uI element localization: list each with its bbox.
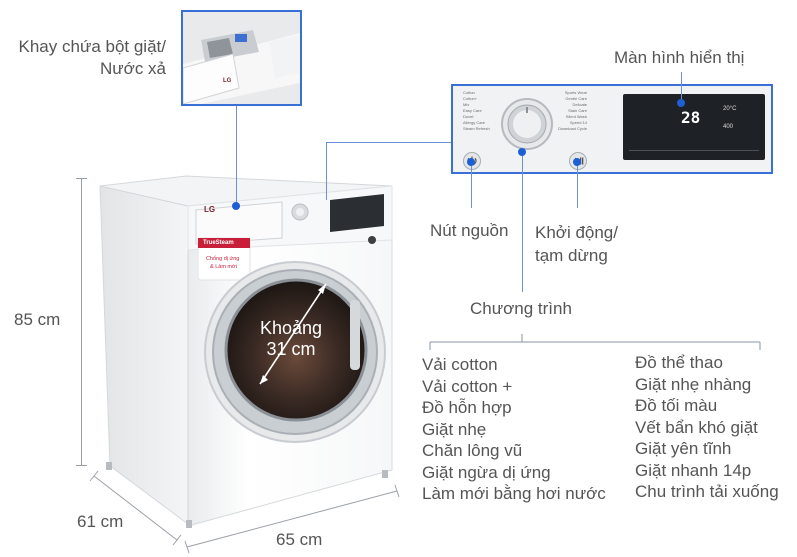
height-dimension-line [81, 178, 82, 465]
badge-title: TrueSteam [203, 240, 234, 246]
panel-program-item: Cotton+ [463, 96, 478, 101]
width-label: 65 cm [276, 530, 323, 549]
program-item: Đồ tối màu [635, 396, 718, 415]
power-pointer-dot [467, 158, 475, 166]
program-item: Giặt yên tĩnh [635, 439, 732, 458]
program-item: Vải cotton [422, 355, 498, 374]
start-pointer-line [577, 162, 578, 208]
panel-program-item: Download Cycle [558, 126, 587, 131]
start-pointer-dot [573, 158, 581, 166]
panel-program-item: Silent Wash [565, 114, 587, 119]
panel-bracket-drop [326, 142, 327, 200]
display-pointer-dot [677, 99, 685, 107]
program-item: Chăn lông vũ [422, 441, 523, 460]
panel-program-item: Sports Wear [564, 90, 587, 95]
panel-program-item: Delicate [572, 102, 587, 107]
program-item: Giặt nhẹ [422, 419, 487, 439]
door-glass [226, 280, 366, 420]
badge-line-1: Chống dị ứng [206, 256, 240, 262]
display-spin: 400 [723, 124, 734, 130]
control-panel-inset: Cotton Cotton+ Mix Easy Care Duvet Aller… [451, 84, 773, 174]
panel-program-item: Cotton [463, 90, 475, 95]
program-item: Giặt nhanh 14p [635, 460, 752, 480]
program-item: Vải cotton + [422, 376, 513, 396]
drawer-label: Khay chứa bột giặt/ Nước xả [0, 36, 166, 80]
display-label: Màn hình hiển thị [614, 48, 745, 67]
diameter-label-line-2: 31 cm [266, 339, 316, 359]
panel-bracket-line [326, 142, 451, 143]
height-tick-bottom [76, 465, 87, 466]
start-pause-label-line-1: Khởi động/ [535, 223, 618, 242]
power-label: Nút nguồn [430, 221, 509, 240]
diameter-label-line-1: Khoảng [259, 318, 323, 338]
panel-program-item: Stain Care [568, 108, 587, 113]
start-pause-label-line-2: tạm dừng [535, 246, 608, 265]
program-item: Giặt ngừa dị ứng [422, 462, 551, 482]
panel-program-list-right: Sports Wear Gentle Care Delicate Stain C… [545, 90, 587, 132]
drawer-pointer-line [236, 106, 237, 206]
panel-program-item: Mix [463, 102, 470, 107]
program-item: Vết bẩn khó giặt [635, 417, 758, 437]
panel-program-item: Easy Care [463, 108, 482, 113]
program-item: Chu trình tải xuống [635, 482, 779, 501]
program-item: Đồ thể thao [635, 353, 723, 372]
panel-program-list-left: Cotton Cotton+ Mix Easy Care Duvet Aller… [463, 90, 503, 132]
display-option-row [629, 150, 759, 155]
program-label: Chương trình [470, 299, 572, 318]
program-list-left: Vải cotton Vải cotton + Đồ hỗn hợp Giặt … [422, 354, 606, 505]
drawer-label-line-1: Khay chứa bột giặt/ [18, 37, 166, 56]
height-label: 85 cm [14, 310, 61, 329]
panel-program-item: Allergy Care [463, 120, 486, 125]
detergent-drawer-inset: LG [181, 10, 302, 106]
program-item: Đồ hỗn hợp [422, 398, 512, 417]
digital-display: 28 20°C 400 [623, 94, 765, 160]
display-temperature: 20°C [723, 106, 737, 112]
badge-line-2: & Làm mới [210, 264, 237, 270]
lg-logo: LG [204, 205, 216, 214]
power-pointer-line [471, 162, 472, 208]
drawer-label-line-2: Nước xả [100, 59, 166, 78]
drawer-lg-mark: LG [223, 78, 232, 84]
display-pointer-line [681, 72, 682, 102]
depth-label: 61 cm [77, 512, 124, 531]
drawer-photo [183, 12, 300, 104]
program-pointer-line [522, 152, 523, 292]
program-item: Giặt nhẹ nhàng [635, 374, 752, 394]
panel-program-item: Speed 14 [569, 120, 587, 125]
program-item: Làm mới bằng hơi nước [422, 484, 606, 503]
program-dial[interactable] [497, 94, 557, 154]
program-pointer-dot [518, 148, 526, 156]
drawer-pointer-dot [232, 202, 240, 210]
panel-program-item: Steam Refresh [463, 126, 490, 131]
machine-display [330, 194, 384, 232]
program-list-right: Đồ thể thao Giặt nhẹ nhàng Đồ tối màu Vế… [635, 352, 779, 503]
start-pause-label: Khởi động/ tạm dừng [535, 221, 618, 267]
panel-program-item: Duvet [463, 114, 474, 119]
panel-program-item: Gentle Care [565, 96, 587, 101]
display-time: 28 [681, 108, 701, 127]
height-tick-top [76, 178, 87, 179]
detergent-drawer-front [195, 201, 283, 245]
diameter-label: Khoảng 31 cm [257, 318, 325, 360]
